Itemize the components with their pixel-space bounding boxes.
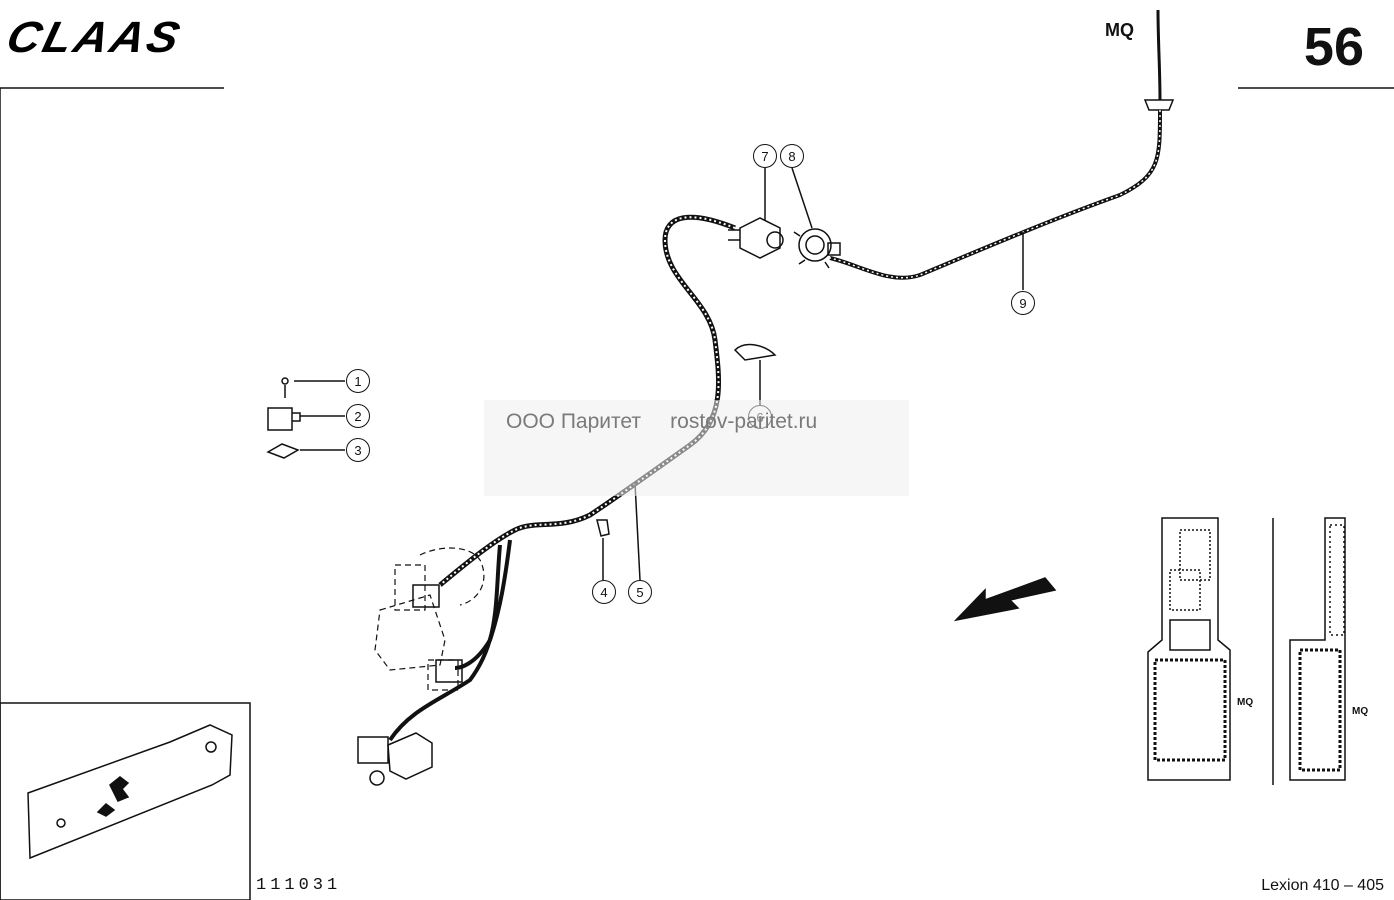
valve-block — [374, 547, 485, 691]
inset-bracket — [27, 724, 233, 860]
callout-8: 8 — [780, 144, 804, 168]
part-housing-2 — [267, 407, 301, 431]
callout-4: 4 — [592, 580, 616, 604]
part-screw-1 — [281, 377, 289, 398]
part-clip-4 — [596, 519, 610, 537]
inset-frame — [0, 702, 251, 900]
watermark-band — [484, 400, 909, 496]
connector-c — [357, 732, 433, 786]
callout-1: 1 — [346, 369, 370, 393]
callout-9: 9 — [1011, 291, 1035, 315]
direction-arrow — [953, 577, 1057, 622]
harness-5-branch-2 — [388, 544, 502, 742]
callout-5: 5 — [628, 580, 652, 604]
location-panel — [1147, 517, 1346, 785]
part-tie-6 — [733, 343, 777, 361]
callout-3: 3 — [346, 438, 370, 462]
drawing-number: 111031 — [256, 876, 342, 895]
harness-5-branch-1 — [454, 539, 512, 670]
plug-7 — [728, 217, 784, 259]
connector-b — [435, 659, 463, 683]
cable-9-top — [1156, 9, 1162, 101]
callout-2: 2 — [346, 404, 370, 428]
watermark-text: ООО Паритет rostov-paritet.ru — [506, 410, 818, 433]
inset-part-icon — [109, 776, 130, 802]
callout-7: 7 — [753, 144, 777, 168]
part-plate-3 — [266, 443, 300, 459]
connector-a — [412, 584, 440, 608]
location-label-1: MQ — [1237, 697, 1254, 708]
socket-8 — [793, 228, 841, 269]
header-code: MQ — [1105, 20, 1134, 40]
model-label: Lexion 410 – 405 — [1261, 877, 1384, 894]
page-number: 56 — [1303, 17, 1364, 77]
cable-9 — [829, 109, 1162, 280]
location-label-2: MQ — [1352, 706, 1369, 717]
